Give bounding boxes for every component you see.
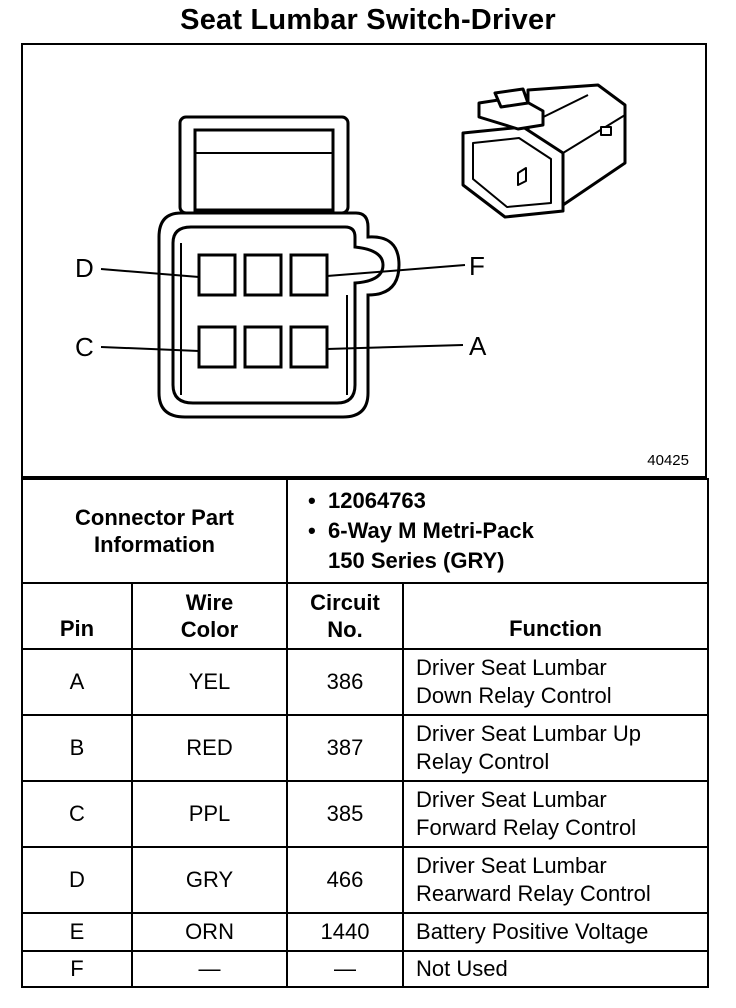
cavity-d	[197, 253, 237, 297]
function-line2: Rearward Relay Control	[416, 881, 651, 906]
cavity-a	[289, 325, 329, 369]
page-title: Seat Lumbar Switch-Driver	[180, 4, 556, 36]
pin-cell: D	[21, 846, 133, 914]
function-line2: Down Relay Control	[416, 683, 612, 708]
connector-info-label-line2: Information	[94, 532, 215, 557]
pin-cavities	[197, 253, 329, 369]
pin-cell: A	[21, 648, 133, 716]
connector-part-number: 12064763	[328, 488, 426, 513]
wire-color-cell: RED	[130, 714, 289, 782]
circuit-cell: —	[286, 950, 405, 988]
wire-color-cell: GRY	[130, 846, 289, 914]
connector-diagram-panel: D C F A 40425	[21, 43, 707, 478]
connector-info-row: Connector Part Information •12064763 •6-…	[20, 478, 710, 584]
function-cell: Driver Seat Lumbar Forward Relay Control	[402, 780, 710, 848]
pin-cell: E	[21, 912, 133, 952]
pin-label-f: F	[469, 251, 485, 281]
connector-face	[157, 211, 401, 419]
cavity-c	[197, 325, 237, 369]
wire-color-cell: ORN	[130, 912, 289, 952]
header-wire-color-line1: Wire	[185, 590, 234, 615]
connector-diagram: D C F A	[75, 83, 627, 419]
function-line1: Driver Seat Lumbar	[416, 787, 607, 812]
wire-color-cell: PPL	[130, 780, 289, 848]
pin-cell: F	[21, 950, 133, 988]
header-circuit-line1: Circuit	[310, 590, 380, 615]
function-line1: Driver Seat Lumbar	[416, 853, 607, 878]
function-line1: Driver Seat Lumbar	[416, 655, 607, 680]
table-row: D GRY 466 Driver Seat Lumbar Rearward Re…	[21, 846, 710, 914]
circuit-cell: 385	[286, 780, 405, 848]
function-cell: Driver Seat Lumbar Rearward Relay Contro…	[402, 846, 710, 914]
function-line2: Forward Relay Control	[416, 815, 637, 840]
connector-info-label-line1: Connector Part	[75, 505, 234, 530]
function-cell: Driver Seat Lumbar Down Relay Control	[402, 648, 710, 716]
table-row: A YEL 386 Driver Seat Lumbar Down Relay …	[21, 648, 710, 716]
circuit-cell: 1440	[286, 912, 405, 952]
connector-type-line2: 150 Series (GRY)	[328, 548, 505, 573]
connector-pin-table: Connector Part Information •12064763 •6-…	[20, 478, 710, 988]
pin-leader-lines	[100, 264, 466, 352]
function-cell: Driver Seat Lumbar Up Relay Control	[402, 714, 710, 782]
connector-type-line1: 6-Way M Metri-Pack	[328, 518, 534, 543]
header-wire-color-line2: Color	[180, 617, 239, 642]
connector-isometric-view	[461, 83, 627, 219]
wire-color-cell: YEL	[130, 648, 289, 716]
connector-info-label: Connector Part Information	[20, 478, 289, 584]
wire-color-cell: —	[130, 950, 289, 988]
cavity-b	[243, 325, 283, 369]
cavity-f	[289, 253, 329, 297]
function-cell: Not Used	[402, 950, 710, 988]
connector-info-details: •12064763 •6-Way M Metri-Pack 150 Series…	[286, 478, 710, 584]
circuit-cell: 466	[286, 846, 405, 914]
function-line2: Relay Control	[416, 749, 550, 774]
pin-cell: B	[21, 714, 133, 782]
function-line1: Driver Seat Lumbar Up	[416, 721, 641, 746]
table-row: F — — Not Used	[21, 950, 710, 988]
pin-label-d: D	[75, 253, 94, 283]
circuit-cell: 387	[286, 714, 405, 782]
header-wire-color: Wire Color	[130, 582, 289, 650]
header-function: Function	[402, 582, 710, 650]
pin-label-c: C	[75, 332, 94, 362]
pin-cell: C	[21, 780, 133, 848]
header-pin: Pin	[21, 582, 133, 650]
figure-number: 40425	[647, 452, 689, 469]
function-cell: Battery Positive Voltage	[402, 912, 710, 952]
table-header-row: Pin Wire Color Circuit No. Function	[21, 582, 710, 650]
cavity-e	[243, 253, 283, 297]
header-circuit-no: Circuit No.	[286, 582, 405, 650]
header-circuit-line2: No.	[327, 617, 363, 642]
circuit-cell: 386	[286, 648, 405, 716]
connector-latch	[178, 115, 350, 215]
pin-label-a: A	[469, 331, 487, 361]
table-row: E ORN 1440 Battery Positive Voltage	[21, 912, 710, 952]
table-row: B RED 387 Driver Seat Lumbar Up Relay Co…	[21, 714, 710, 782]
table-row: C PPL 385 Driver Seat Lumbar Forward Rel…	[21, 780, 710, 848]
